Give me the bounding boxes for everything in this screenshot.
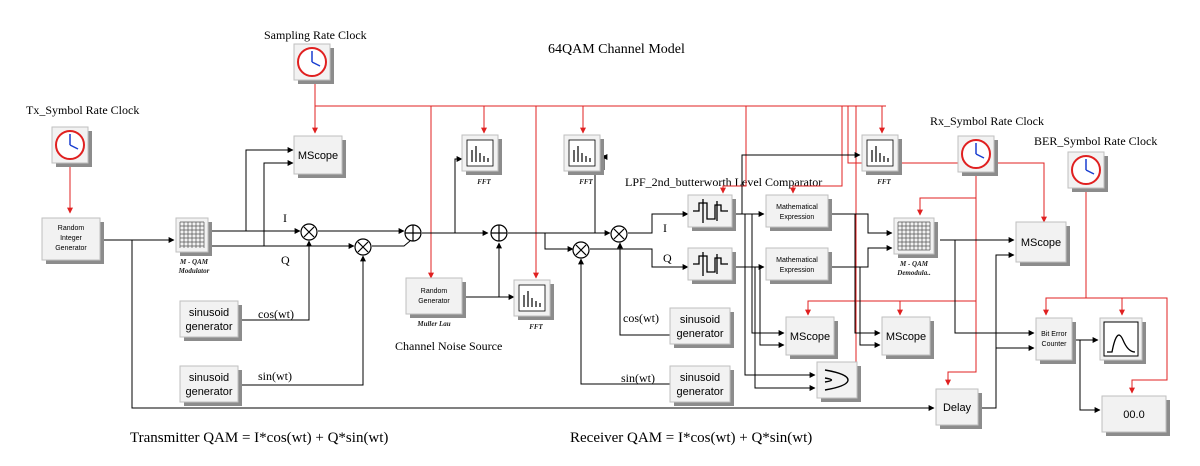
svg-text:sinusoid: sinusoid [680, 372, 720, 384]
qam-modulator[interactable]: M - QAM Modulator [175, 217, 212, 275]
math-expression-i[interactable]: Mathematical Expression [765, 194, 832, 231]
svg-text:sinusoid: sinusoid [680, 314, 720, 326]
adder-tx[interactable] [404, 224, 422, 242]
mscope-math[interactable]: MScope [881, 316, 934, 359]
tx-equation: Transmitter QAM = I*cos(wt) + Q*sin(wt) [130, 430, 388, 446]
multiplier-i-rx[interactable] [610, 225, 628, 243]
svg-text:Expression: Expression [780, 267, 815, 274]
spectrum-icon [466, 139, 494, 167]
svg-text:generator: generator [185, 321, 232, 333]
svg-text:Demodula..: Demodula.. [896, 269, 931, 277]
svg-text:Delay: Delay [943, 402, 972, 414]
svg-text:FFT: FFT [579, 178, 593, 186]
multiplier-i-tx[interactable] [300, 223, 318, 241]
level-comparator[interactable] [816, 361, 861, 402]
ber-value: 00.0 [1123, 409, 1144, 421]
svg-text:Bit Error: Bit Error [1041, 331, 1067, 338]
mscope-tx[interactable]: MScope [293, 135, 346, 178]
math-expression-q[interactable]: Mathematical Expression [765, 247, 832, 284]
multiplier-q-rx[interactable] [572, 241, 590, 259]
qam-demodulator[interactable]: M - QAM Demodula.. [893, 217, 938, 277]
svg-text:FFT: FFT [477, 178, 491, 186]
signal-wires [102, 147, 1101, 413]
spectrum-icon [866, 139, 894, 167]
spectrum-icon [518, 284, 546, 312]
svg-text:Modulator: Modulator [178, 267, 210, 275]
label-i-tx: I [283, 211, 287, 225]
svg-text:FFT: FFT [877, 178, 891, 186]
svg-text:Counter: Counter [1042, 341, 1068, 348]
constellation-grid-icon [179, 221, 205, 248]
lpf-i[interactable] [687, 194, 736, 231]
ber-clock-label: BER_Symbol Rate Clock [1034, 134, 1157, 148]
tx-clock-label: Tx_Symbol Rate Clock [26, 103, 139, 117]
fft-channel[interactable]: FFT [563, 134, 604, 186]
svg-text:Integer: Integer [60, 235, 82, 242]
waveform-icon [1107, 334, 1136, 353]
svg-text:Muller Lau: Muller Lau [416, 320, 450, 328]
sinusoid-generator-cos-tx[interactable]: sinusoid generator [179, 300, 242, 341]
svg-text:Generator: Generator [55, 245, 87, 252]
svg-text:generator: generator [676, 386, 723, 398]
rx-clock-label: Rx_Symbol Rate Clock [930, 114, 1044, 128]
svg-text:Generator: Generator [418, 298, 450, 305]
label-q-rx: Q [663, 251, 672, 265]
lpf-level-label: LPF_2nd_butterworth Level Comparator [625, 175, 822, 189]
channel-noise-label: Channel Noise Source [395, 339, 502, 353]
random-noise-generator[interactable]: Random Generator Muller Lau [405, 277, 466, 328]
label-cos-tx: cos(wt) [258, 307, 294, 321]
svg-text:MScope: MScope [790, 331, 830, 343]
mscope-lpf[interactable]: MScope [785, 316, 838, 359]
svg-text:FFT: FFT [529, 323, 543, 331]
sinusoid-generator-sin-tx[interactable]: sinusoid generator [179, 365, 242, 406]
mscope-rx-output[interactable]: MScope [1015, 221, 1070, 266]
numeric-display[interactable]: 00.0 [1101, 395, 1170, 436]
svg-text:Random: Random [421, 288, 448, 295]
svg-text:Expression: Expression [780, 214, 815, 221]
svg-text:generator: generator [185, 386, 232, 398]
sinusoid-generator-sin-rx[interactable]: sinusoid generator [669, 365, 734, 406]
label-q-tx: Q [281, 253, 290, 267]
svg-text:M - QAM: M - QAM [899, 260, 929, 268]
spectrum-icon [568, 139, 596, 167]
svg-text:M - QAM: M - QAM [179, 258, 209, 266]
ber-symbol-rate-clock[interactable] [1067, 151, 1108, 192]
svg-text:generator: generator [676, 328, 723, 340]
delay-block[interactable]: Delay [935, 388, 982, 429]
comparator-icon [824, 369, 849, 391]
bit-error-counter[interactable]: Bit Error Counter [1035, 317, 1076, 364]
svg-text:Random: Random [58, 225, 85, 232]
sampling-rate-clock[interactable] [293, 43, 334, 84]
sampling-clock-label: Sampling Rate Clock [264, 28, 367, 42]
lpf-q[interactable] [687, 247, 736, 284]
ber-scope[interactable] [1099, 317, 1146, 364]
svg-text:Mathematical: Mathematical [776, 204, 818, 211]
adder-noise[interactable] [490, 224, 508, 242]
rx-equation: Receiver QAM = I*cos(wt) + Q*sin(wt) [570, 430, 812, 446]
svg-text:Mathematical: Mathematical [776, 257, 818, 264]
rx-symbol-rate-clock[interactable] [957, 135, 998, 176]
multiplier-q-tx[interactable] [354, 238, 372, 256]
fft-noise[interactable]: FFT [513, 279, 554, 331]
tx-symbol-rate-clock[interactable] [51, 126, 92, 167]
fft-rx[interactable]: FFT [861, 134, 902, 186]
fft-tx[interactable]: FFT [461, 134, 502, 186]
label-sin-tx: sin(wt) [258, 369, 292, 383]
svg-text:MScope: MScope [886, 331, 926, 343]
diagram-title: 64QAM Channel Model [548, 42, 685, 57]
random-integer-generator[interactable]: Random Integer Generator [41, 217, 104, 264]
svg-text:MScope: MScope [1021, 237, 1061, 249]
svg-text:sinusoid: sinusoid [189, 372, 229, 384]
label-sin-rx: sin(wt) [621, 371, 655, 385]
svg-text:sinusoid: sinusoid [189, 307, 229, 319]
filter-icon [693, 199, 728, 223]
clock-wires [67, 80, 1168, 394]
label-i-rx: I [663, 221, 667, 235]
label-cos-rx: cos(wt) [623, 311, 659, 325]
svg-text:MScope: MScope [298, 150, 338, 162]
filter-icon [693, 252, 728, 276]
constellation-grid-icon [897, 221, 931, 251]
sinusoid-generator-cos-rx[interactable]: sinusoid generator [669, 307, 734, 348]
